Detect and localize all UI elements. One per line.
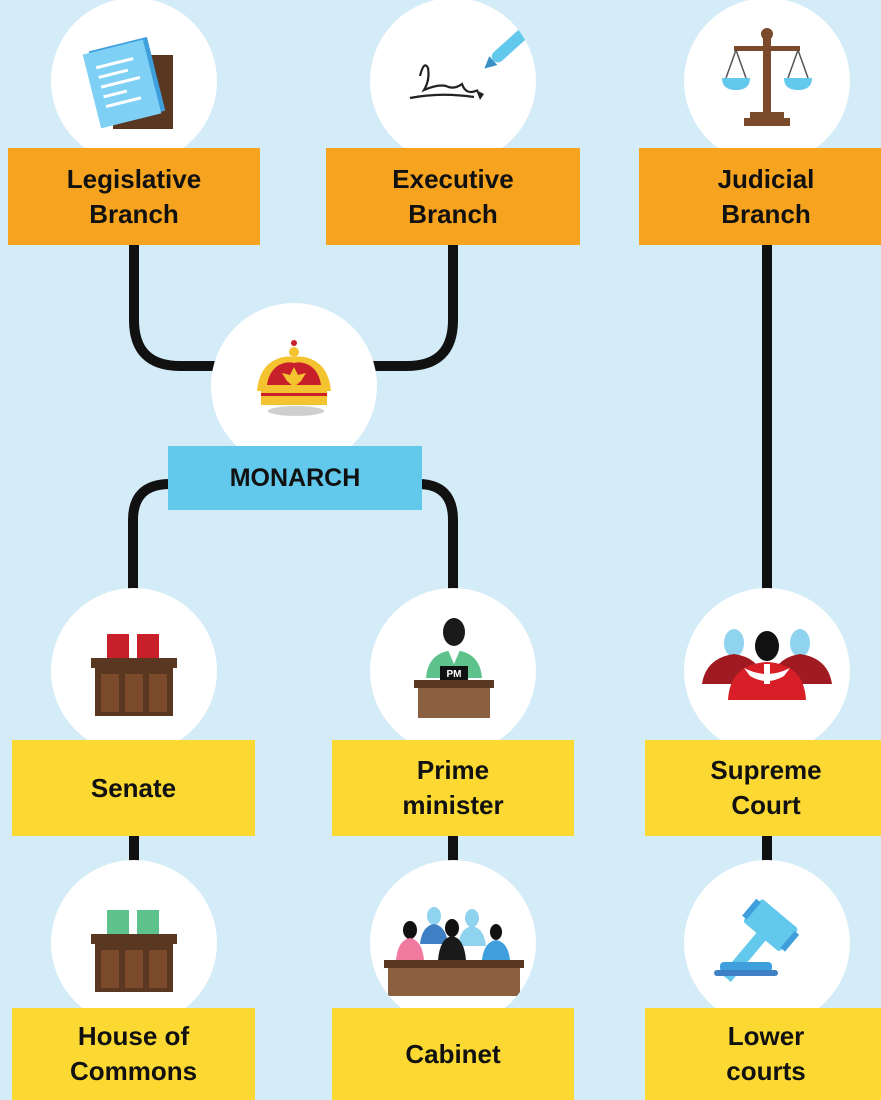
connector-monarch-pm [417, 479, 458, 595]
connector-monarch-senate [128, 479, 171, 595]
senate-icon-circle [51, 588, 217, 754]
executive-branch-box: Executive Branch [326, 148, 580, 245]
prime-minister-icon-circle: PM [370, 588, 536, 754]
podium-badge: PM [447, 669, 462, 680]
prime-minister-box: Prime minister [332, 740, 574, 836]
prime-minister-podium-icon: PM [414, 618, 494, 718]
lower-courts-icon-circle [684, 860, 850, 1026]
lower-courts-box: Lower courts [645, 1008, 881, 1100]
executive-icon-circle [370, 0, 536, 164]
cabinet-box: Cabinet [332, 1008, 574, 1100]
supreme-court-box: Supreme Court [645, 740, 881, 836]
supreme-court-judges-icon [702, 629, 832, 700]
commons-seats-icon [91, 910, 177, 992]
senate-seats-icon [91, 634, 177, 716]
cabinet-icon-circle [370, 860, 536, 1026]
senate-box: Senate [12, 740, 255, 836]
gavel-icon [714, 898, 800, 982]
connector-executive-monarch [294, 245, 458, 371]
monarch-box: MONARCH [168, 446, 422, 510]
documents-icon [82, 36, 173, 129]
crown-icon [257, 340, 331, 416]
house-of-commons-box: House of Commons [12, 1008, 255, 1100]
supreme-court-icon-circle [684, 588, 850, 754]
signature-pen-icon [409, 21, 536, 100]
commons-icon-circle [51, 860, 217, 1026]
legislative-branch-box: Legislative Branch [8, 148, 260, 245]
judicial-icon-circle [684, 0, 850, 164]
cabinet-members-icon [384, 907, 524, 996]
connector-legislative-monarch [129, 245, 294, 371]
judicial-branch-box: Judicial Branch [639, 148, 881, 245]
legislative-icon-circle [51, 0, 217, 164]
monarch-icon-circle [211, 303, 377, 469]
scales-of-justice-icon [722, 28, 812, 126]
